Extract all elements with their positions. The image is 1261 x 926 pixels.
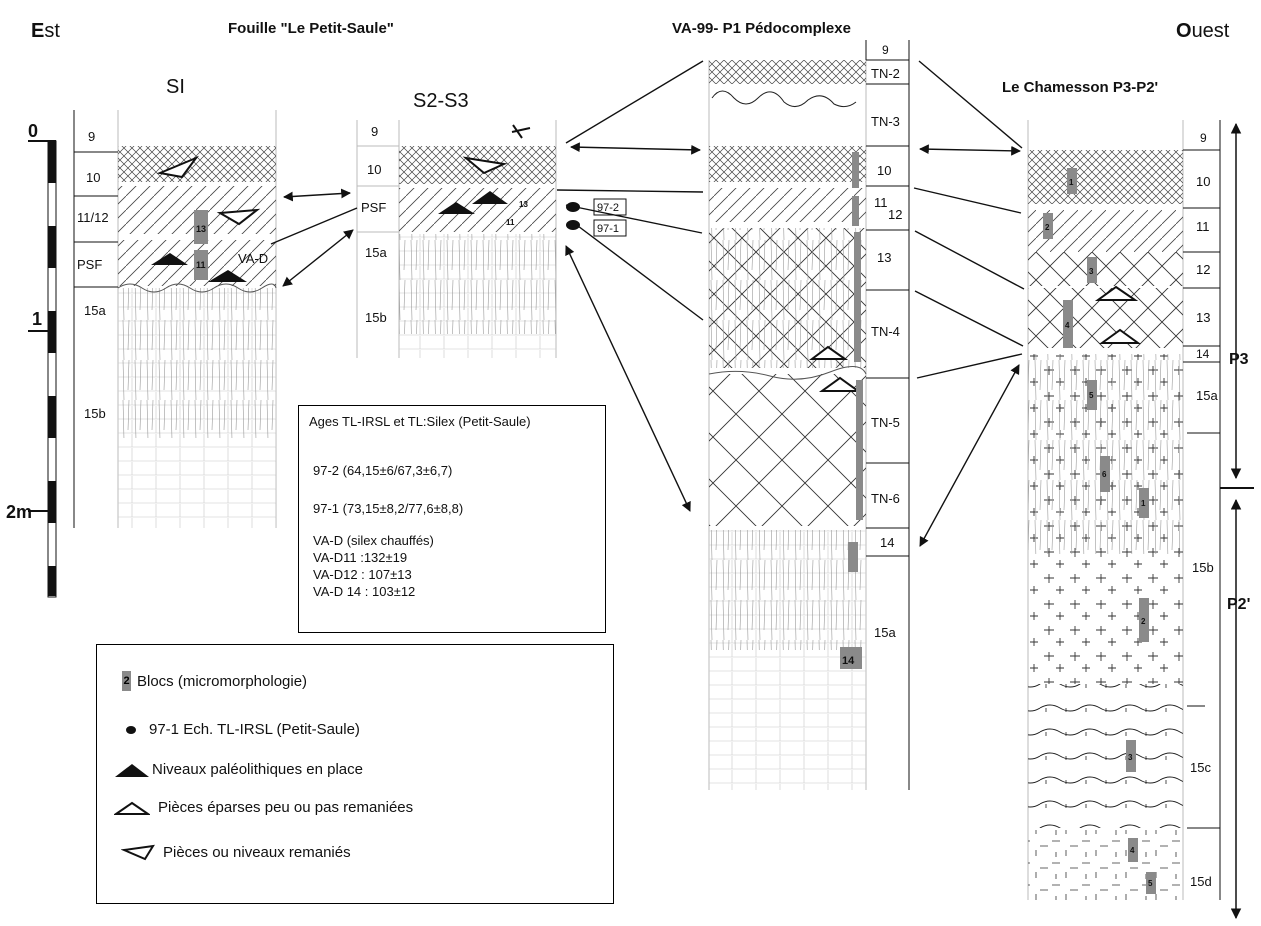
va99-layer-tn6: TN-6 — [871, 491, 900, 506]
age-vad12: VA-D12 : 107±13 — [313, 567, 412, 582]
s1-block-11: 11 — [196, 260, 206, 270]
tilted-triangle-icon — [121, 844, 155, 861]
s1-layer-15b: 15b — [84, 406, 106, 421]
chamesson-layer-15b: 15b — [1192, 560, 1214, 575]
sample-97-2-label: 97-2 — [597, 202, 619, 214]
legend-reworked-label: Pièces ou niveaux remaniés — [163, 843, 351, 861]
sample-97-1-label: 97-1 — [597, 223, 619, 235]
va99-layer-tn4: TN-4 — [871, 324, 900, 339]
s1-layer-15a: 15a — [84, 303, 106, 318]
chamesson-block-4a: 4 — [1065, 321, 1070, 330]
chamesson-layer-14: 14 — [1196, 347, 1210, 361]
va99-layer-tn3: TN-3 — [871, 114, 900, 129]
chamesson-block-4b: 4 — [1130, 846, 1135, 855]
section-label-p2: P2' — [1227, 596, 1250, 613]
chamesson-block-3a: 3 — [1089, 267, 1094, 276]
age-vad: VA-D (silex chauffés) — [313, 533, 434, 548]
va99-layer-tn5: TN-5 — [871, 415, 900, 430]
chamesson-block-3b: 3 — [1128, 753, 1133, 762]
chamesson-layer-10: 10 — [1196, 174, 1210, 189]
est-label: Est — [31, 20, 60, 42]
chamesson-layer-13: 13 — [1196, 310, 1210, 325]
va99-layer-12: 12 — [888, 207, 902, 222]
chamesson-block-5a: 5 — [1089, 391, 1094, 400]
age-97-1: 97-1 (73,15±8,2/77,6±8,8) — [313, 501, 464, 516]
legend-row-blocks: 2 Blocs (micromorphologie) — [122, 671, 307, 691]
va99-layer-9: 9 — [882, 43, 889, 57]
s1-layer-10: 10 — [86, 170, 100, 185]
legend-row-in-place: Niveaux paléolithiques en place — [114, 761, 363, 778]
chamesson-layer-15d: 15d — [1190, 874, 1212, 889]
chamesson-block-6: 6 — [1102, 470, 1107, 479]
va99-layer-11: 11 — [874, 195, 888, 210]
s2s3-layer-10: 10 — [367, 162, 381, 177]
legend-row-reworked: Pièces ou niveaux remaniés — [121, 843, 351, 861]
s2s3-layer-15a: 15a — [365, 245, 387, 260]
chamesson-layer-9: 9 — [1200, 131, 1207, 145]
va99-layer-15a: 15a — [874, 625, 896, 640]
title-va99: VA-99- P1 Pédocomplexe — [672, 20, 851, 37]
scale-bar — [28, 140, 57, 598]
block-swatch-icon: 2 — [122, 671, 131, 691]
filled-triangle-icon — [115, 763, 149, 777]
legend-row-sample: 97-1 Ech. TL-IRSL (Petit-Saule) — [125, 721, 360, 738]
title-fouille: Fouille "Le Petit-Saule" — [228, 20, 394, 37]
scale-label-0: 0 — [28, 121, 38, 141]
va99-block-14: 14 — [842, 655, 855, 667]
chamesson-layer-11: 11 — [1196, 219, 1210, 234]
legend-scattered-label: Pièces éparses peu ou pas remaniées — [158, 799, 414, 816]
chamesson-column — [1027, 120, 1254, 920]
chamesson-layer-15a: 15a — [1196, 388, 1218, 403]
age-vad11: VA-D11 :132±19 — [313, 550, 408, 565]
s1-vad-label: VA-D — [238, 251, 268, 266]
age-vad14: VA-D 14 : 103±12 — [313, 584, 416, 599]
s1-layer-psf: PSF — [77, 257, 102, 272]
legend-in-place-label: Niveaux paléolithiques en place — [152, 761, 363, 778]
va99-layer-13: 13 — [877, 250, 891, 265]
legend: 2 Blocs (micromorphologie) 97-1 Ech. TL-… — [96, 644, 614, 904]
age-97-2: 97-2 (64,15±6/67,3±6,7) — [313, 463, 453, 478]
chamesson-block-1b: 1 — [1141, 499, 1146, 508]
chamesson-layer-15c: 15c — [1190, 760, 1211, 775]
va99-layer-10: 10 — [877, 163, 891, 178]
s1-block-13: 13 — [196, 224, 206, 234]
scale-label-2m: 2m — [6, 502, 32, 522]
chamesson-layer-12: 12 — [1196, 262, 1210, 277]
s2s3-block-13: 13 — [519, 200, 528, 209]
s1-title: SI — [166, 76, 185, 98]
va99-column — [708, 40, 910, 790]
s2s3-layer-psf: PSF — [361, 200, 386, 215]
s1-column — [73, 110, 277, 528]
legend-sample-label: 97-1 Ech. TL-IRSL (Petit-Saule) — [149, 721, 360, 738]
s2s3-block-11: 11 — [506, 218, 515, 227]
legend-row-scattered: Pièces éparses peu ou pas remaniées — [114, 799, 413, 816]
s2s3-layer-9: 9 — [371, 124, 378, 139]
section-label-p3: P3 — [1229, 351, 1249, 368]
legend-blocks-label: Blocs (micromorphologie) — [137, 672, 308, 690]
title-chamesson: Le Chamesson P3-P2' — [1002, 79, 1158, 96]
ages-box: Ages TL-IRSL et TL:Silex (Petit-Saule) 9… — [298, 405, 606, 633]
s1-layer-11-12: 11/12 — [77, 210, 109, 225]
s2s3-title: S2-S3 — [413, 90, 469, 112]
va99-layer-tn2: TN-2 — [871, 66, 900, 81]
chamesson-block-5b: 5 — [1148, 879, 1153, 888]
s1-layer-9: 9 — [88, 129, 95, 144]
sample-dot-icon — [126, 725, 136, 734]
chamesson-block-2a: 2 — [1045, 223, 1050, 232]
open-triangle-icon — [114, 801, 150, 815]
s2s3-column — [356, 120, 627, 358]
chamesson-block-1a: 1 — [1069, 178, 1074, 187]
correlation-lines — [270, 60, 1025, 547]
chamesson-block-2b: 2 — [1141, 617, 1146, 626]
ouest-label: Ouest — [1176, 20, 1230, 42]
va99-layer-14: 14 — [880, 535, 894, 550]
s2s3-layer-15b: 15b — [365, 310, 387, 325]
ages-box-header: Ages TL-IRSL et TL:Silex (Petit-Saule) — [309, 414, 531, 429]
scale-label-1: 1 — [32, 309, 42, 329]
